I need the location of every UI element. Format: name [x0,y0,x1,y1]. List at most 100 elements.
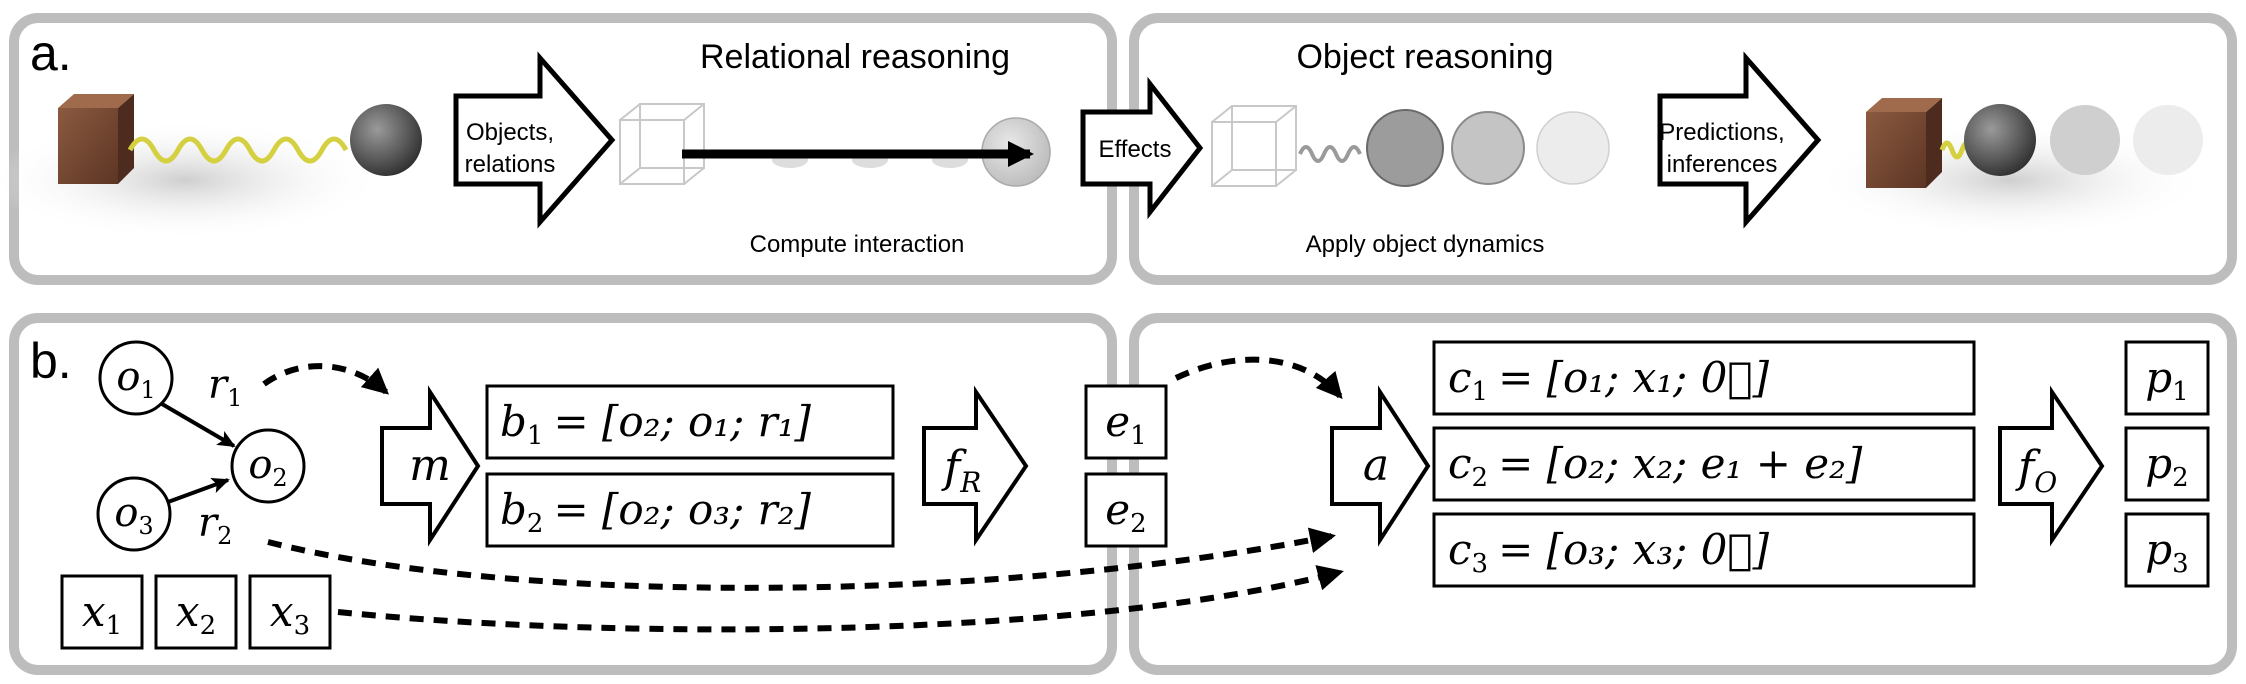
objects-relations-arrow: Objects, relations [453,51,616,229]
node-o3-label: o [114,490,138,536]
c-1-sub: 1 [1472,377,1489,407]
cube-icon [58,94,134,184]
fO-arrow: fO [1998,385,2105,547]
panel-a: a. Objects, relations Relational reasoni… [0,13,2237,285]
spring-icon [127,136,349,164]
c-1-expression: = [o₁; x₁; 0⃗] [1498,353,1770,402]
e-box-1: e1 [1084,384,1168,460]
arrow-predictions-label-line2: inferences [1667,151,1778,178]
ghost-ball-3-icon [1536,111,1610,185]
svg-text:b2= [o₂; o₃; r₂]: b2 = [o₂; o₃; r₂] [500,485,812,539]
svg-text:x1: x1 [82,587,122,641]
node-o2-label: o [248,442,272,488]
fR-arrow: fR [922,385,1029,547]
x-box-2: x2 [154,574,238,650]
a-arrow: a [1330,385,1431,547]
ghost-ball-2-icon [1451,111,1525,185]
b-1-expression: = [o₂; o₁; r₁] [553,397,811,446]
node-o1-label: o [116,354,140,400]
c-3-expression: = [o₃; x₃; 0⃗] [1498,525,1770,574]
a-label: a [1363,440,1389,491]
e-2-sub: 2 [1130,509,1147,539]
e-2-label: e [1105,485,1130,534]
edge-r2 [167,477,230,504]
svg-text:e2: e2 [1105,485,1146,539]
b-2-sub: 2 [527,509,544,539]
scene-prediction [1810,98,2210,238]
wireframe-scene-left [619,103,705,185]
svg-text:p3: p3 [2145,525,2188,579]
p-3-sub: 3 [2172,549,2189,579]
relation-r1-label: r [208,362,230,408]
node-o1: o1 [98,340,174,416]
p-1-label: p [2145,353,2172,402]
relation-r2-sub: 2 [217,522,232,550]
arrow-objects-label-line1: Objects, [466,119,554,146]
x-1-label: x [82,587,106,636]
x-box-1: x1 [60,574,144,650]
relational-reasoning-title: Relational reasoning [700,38,1010,76]
wireframe-scene-right [1211,105,1297,187]
panel-b-label: b. [30,333,72,389]
c-2-label: c [1448,439,1472,488]
svg-text:o3: o3 [114,490,153,540]
relation-r2-label: r [198,500,220,546]
arrow-predictions-label-line1: Predictions, [1659,119,1784,146]
predicted-ball-1-icon [1964,104,2036,176]
svg-text:b1= [o₂; o₁; r₁]: b1 = [o₂; o₁; r₁] [500,397,812,451]
node-o3: o3 [96,476,172,552]
arrow-effects-label: Effects [1099,136,1172,163]
dashed-flows [262,356,1344,633]
m-arrow: m [380,385,481,547]
cube-2-icon [1866,98,1942,188]
panel-b: b. o1 o2 o3 r1 r2 x1 x2 x3 [9,313,2237,675]
p-3-label: p [2145,525,2172,574]
svg-text:c2= [o₂; x₂; e₁ + e₂]: c2= [o₂; x₂; e₁ + e₂] [1448,439,1863,493]
b-1-label: b [500,397,527,446]
dashed-e-to-a [1174,356,1343,400]
c-2-expression: = [o₂; x₂; e₁ + e₂] [1498,439,1863,488]
m-label: m [409,440,451,491]
svg-text:r2: r2 [198,500,232,550]
scene-cube-spring-ball [0,94,422,240]
c-row-2: c2= [o₂; x₂; e₁ + e₂] [1432,426,1976,502]
svg-text:e1: e1 [1105,397,1146,451]
ghost-ball-1-icon [1366,109,1444,187]
p-1-sub: 1 [2172,377,2189,407]
e-1-sub: 1 [1130,421,1147,451]
predicted-ball-2-icon [2050,105,2120,175]
x-box-3: x3 [248,574,332,650]
x-2-sub: 2 [200,611,217,641]
p-2-sub: 2 [2172,463,2189,493]
c-3-label: c [1448,525,1472,574]
edge-r1 [160,402,236,448]
b-row-2: b2 = [o₂; o₃; r₂] [485,472,895,548]
svg-text:c1= [o₁; x₁; 0⃗]: c1= [o₁; x₁; 0⃗] [1448,353,1770,407]
b-row-1: b1 = [o₂; o₁; r₁] [485,384,895,460]
p-box-2: p2 [2124,426,2210,502]
node-o1-sub: 1 [140,376,155,404]
effects-arrow: Effects [1080,76,1204,220]
apply-dynamics-caption: Apply object dynamics [1306,231,1545,258]
svg-text:o2: o2 [248,442,287,492]
b-2-label: b [500,485,527,534]
b-2-expression: = [o₂; o₃; r₂] [553,485,811,534]
dashed-r2-to-a [267,527,1336,591]
e-box-2: e2 [1084,472,1168,548]
compressed-spring-icon [1298,145,1362,163]
relation-r1-sub: 1 [227,384,242,412]
svg-text:p1: p1 [2145,353,2188,407]
e-1-label: e [1105,397,1130,446]
node-o2: o2 [230,428,306,504]
x-3-sub: 3 [294,611,311,641]
svg-text:x2: x2 [176,587,216,641]
fO-sub: O [2034,466,2057,499]
predictions-arrow: Predictions, inferences [1657,51,1822,229]
predicted-ball-3-icon [2133,105,2203,175]
c-row-3: c3= [o₃; x₃; 0⃗] [1432,512,1976,588]
compute-interaction-caption: Compute interaction [750,231,965,258]
node-o2-sub: 2 [272,464,287,492]
b-1-sub: 1 [527,421,544,451]
panel-a-label: a. [30,25,72,81]
x-3-label: x [270,587,294,636]
